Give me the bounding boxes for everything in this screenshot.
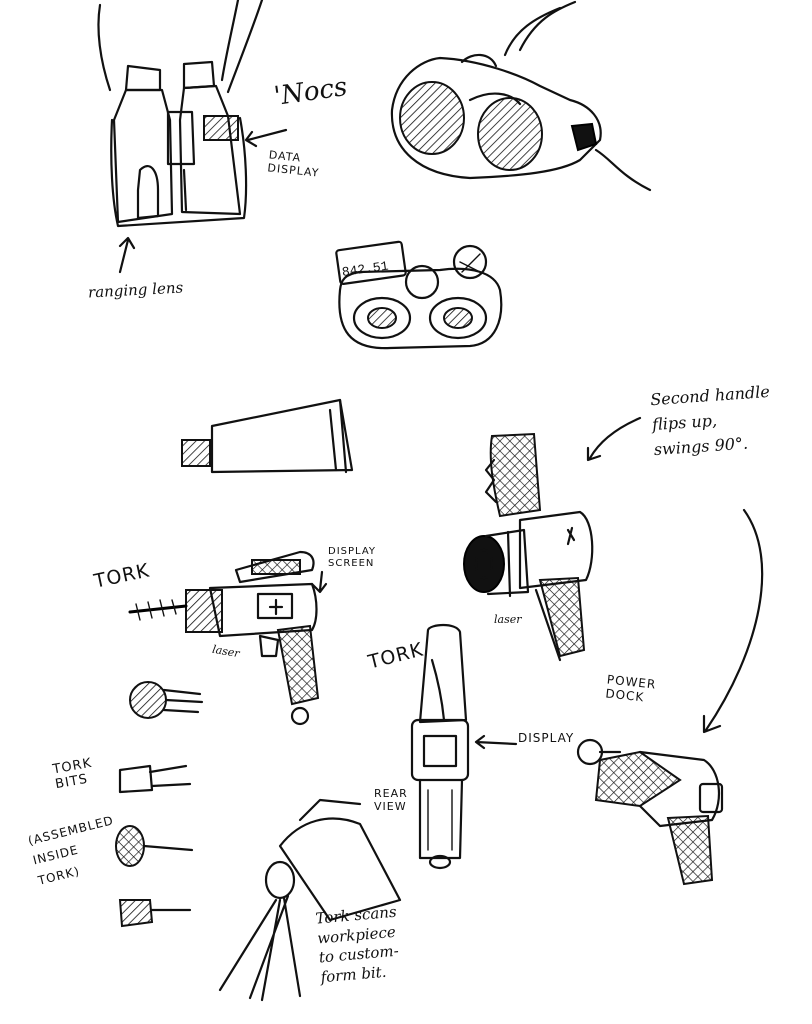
scanner-sketch	[218, 798, 402, 1002]
tork-bottom-right-sketch	[576, 738, 724, 886]
tube-sketch	[181, 398, 354, 474]
label-display: DISPLAY	[518, 731, 575, 745]
label-data-display: DATA DISPLAY	[266, 148, 321, 180]
tork-left-sketch	[128, 550, 320, 726]
tork-bits-sketch	[115, 764, 194, 928]
binoculars-front-sketch	[97, 0, 264, 228]
label-scan-note: Tork scans workpiece to custom- form bit…	[314, 902, 400, 986]
tork-right-sketch	[463, 510, 594, 662]
annotation-arrows	[118, 128, 764, 750]
label-display-screen: DISPLAY SCREEN	[328, 546, 377, 569]
readout-value: 842.51	[341, 259, 390, 280]
label-second-handle: Second handle flips up, swings 90°.	[649, 381, 771, 459]
label-laser-right: laser	[494, 613, 522, 626]
bit-attachment-sketch	[129, 681, 204, 719]
binoculars-perspective-sketch	[390, 0, 652, 192]
label-rear-view: REAR VIEW	[374, 787, 408, 813]
binoculars-top-view-sketch: 842.51	[335, 240, 503, 350]
flip-handle-sketch	[484, 432, 542, 518]
label-power-dock: POWER DOCK	[604, 672, 657, 705]
tork-middle-sketch	[410, 623, 470, 870]
